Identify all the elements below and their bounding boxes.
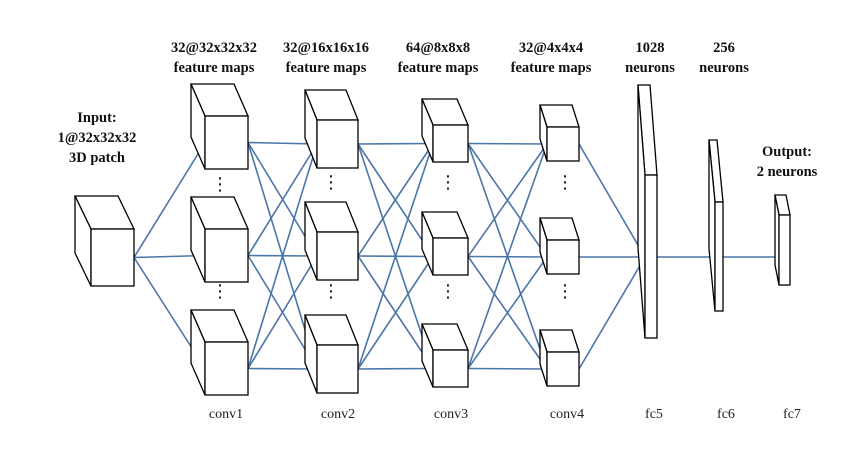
ellipsis-mark-2: ⋮: [322, 172, 340, 193]
header-fc5: 1028 neurons: [612, 38, 688, 78]
header-conv4-unit: feature maps: [510, 60, 592, 76]
output-label: Output: 2 neurons: [732, 142, 842, 182]
header-conv2-unit: feature maps: [285, 60, 367, 76]
header-conv2: 32@16x16x16 feature maps: [271, 38, 381, 78]
edge-conv2-2-conv3-1: [357, 256, 434, 370]
layer-name-fc7: fc7: [783, 407, 801, 422]
input-label-line-3: 3D patch: [69, 150, 125, 166]
header-conv3-unit: feature maps: [397, 60, 479, 76]
fc6-slab: [708, 139, 724, 312]
edge-conv2-2-conv3-2: [357, 367, 434, 370]
input-label-line-2: 1@32x32x32: [57, 130, 137, 146]
header-conv4: 32@4x4x4 feature maps: [496, 38, 606, 78]
conv4-box-0: [539, 104, 580, 162]
header-fc6-size: 256: [713, 40, 735, 56]
edge-conv3-2-conv4-0: [467, 143, 548, 369]
header-conv3: 64@8x8x8 feature maps: [383, 38, 493, 78]
ellipsis-marks: ⋮ ⋮ ⋮ ⋮ ⋮ ⋮ ⋮ ⋮: [211, 172, 574, 302]
conv4-box-2: [539, 329, 580, 387]
output-label-line-1: Output:: [762, 144, 812, 160]
conv1-box-2: [190, 309, 249, 396]
edge-conv2-0-conv3-0: [357, 142, 434, 145]
conv3-box-0: [421, 98, 469, 163]
header-fc6-unit: neurons: [699, 60, 749, 76]
edge-conv1-0-conv2-0: [247, 141, 318, 145]
header-fc6: 256 neurons: [686, 38, 762, 78]
ellipsis-mark-4: ⋮: [439, 172, 457, 193]
header-conv3-size: 64@8x8x8: [405, 40, 471, 56]
edge-conv1-2-conv2-2: [247, 367, 318, 370]
edge-conv3-2-conv4-2: [467, 367, 548, 370]
layer-name-conv1: conv1: [208, 407, 244, 422]
conv1-box-1: [190, 196, 249, 283]
layer-boxes: [73, 83, 791, 396]
header-fc5-size: 1028: [635, 40, 665, 56]
header-conv2-size: 32@16x16x16: [283, 40, 369, 56]
header-conv1: 32@32x32x32 feature maps: [159, 38, 269, 78]
output-label-line-2: 2 neurons: [756, 164, 818, 180]
conv2-box-2: [304, 314, 359, 394]
conv3-box-2: [421, 323, 469, 388]
conv2-box-1: [304, 201, 359, 281]
header-conv1-unit: feature maps: [173, 60, 255, 76]
edge-conv2-1-conv3-0: [357, 143, 434, 257]
edge-conv1-2-conv2-0: [247, 143, 318, 369]
header-conv1-size: 32@32x32x32: [171, 40, 257, 56]
ellipsis-mark-6: ⋮: [556, 172, 574, 193]
layer-name-conv4: conv4: [549, 407, 585, 422]
header-conv4-size: 32@4x4x4: [518, 40, 584, 56]
layer-name-fc6: fc6: [717, 407, 735, 422]
layer-name-conv3: conv3: [433, 407, 469, 422]
input-label-line-1: Input:: [77, 110, 117, 126]
edge-conv3-1-conv4-0: [467, 143, 548, 257]
conv2-box-0: [304, 89, 359, 169]
input-box-0: [73, 195, 136, 287]
ellipsis-mark-0: ⋮: [211, 174, 229, 195]
ellipsis-mark-7: ⋮: [556, 281, 574, 302]
edge-conv2-2-conv3-0: [357, 143, 434, 370]
edge-conv1-1-conv2-0: [247, 143, 318, 256]
conv4-box-1: [539, 217, 580, 275]
conv1-box-0: [190, 83, 249, 170]
edge-conv4-2-fc5: [578, 256, 646, 370]
edge-conv3-2-conv4-1: [467, 256, 548, 369]
conv3-box-1: [421, 211, 469, 276]
ellipsis-mark-1: ⋮: [211, 281, 229, 302]
edge-conv1-2-conv2-1: [247, 255, 318, 369]
header-fc5-unit: neurons: [625, 60, 675, 76]
layer-name-conv2: conv2: [320, 407, 356, 422]
input-label: Input: 1@32x32x32 3D patch: [42, 108, 152, 168]
edge-conv4-0-fc5: [578, 143, 646, 258]
fc7-slab: [774, 194, 791, 286]
fc5-slab: [637, 84, 658, 339]
ellipsis-mark-3: ⋮: [322, 281, 340, 302]
edge-input-0-conv1-0: [133, 142, 206, 258]
edge-conv3-0-conv4-0: [467, 142, 548, 145]
ellipsis-mark-5: ⋮: [439, 281, 457, 302]
connection-lines: [133, 141, 779, 370]
layer-name-fc5: fc5: [645, 407, 663, 422]
